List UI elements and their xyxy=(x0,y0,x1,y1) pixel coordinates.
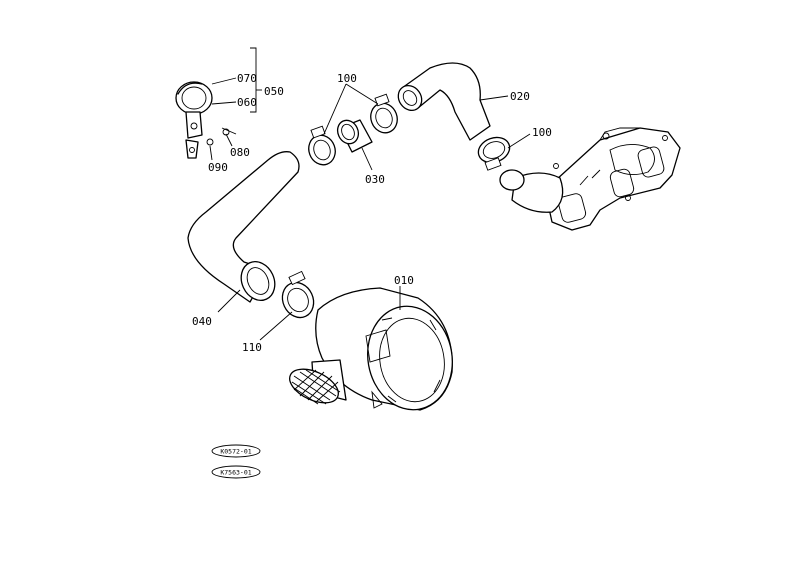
leader-lines xyxy=(209,47,531,341)
reference-stamp-1: K0572-01 xyxy=(211,444,261,458)
reference-stamp-2: K7563-01 xyxy=(211,465,261,479)
intake-manifold xyxy=(499,127,681,231)
clamp-100-manifold xyxy=(477,136,511,171)
callout-080: 080 xyxy=(230,146,250,159)
svg-text:K7563-01: K7563-01 xyxy=(220,469,251,477)
callout-020: 020 xyxy=(510,90,530,103)
pipe-030 xyxy=(336,119,373,153)
callout-100-upper: 100 xyxy=(337,72,357,85)
clamp-100-upper-right xyxy=(370,93,398,134)
callout-030: 030 xyxy=(365,173,385,186)
washer-090 xyxy=(206,138,214,146)
callout-100-manifold: 100 xyxy=(532,126,552,139)
bolt-080 xyxy=(221,127,237,136)
svg-text:K0572-01: K0572-01 xyxy=(220,448,251,456)
intake-screen xyxy=(291,369,341,405)
air-cleaner-010 xyxy=(289,287,453,411)
callout-labels: 070 060 050 080 090 100 020 100 030 040 … xyxy=(192,72,552,354)
hose-020 xyxy=(397,62,491,141)
callout-070: 070 xyxy=(237,72,257,85)
clamp-100-upper-left xyxy=(308,125,336,166)
callout-060: 060 xyxy=(237,96,257,109)
bracket-assembly xyxy=(175,81,237,159)
callout-010: 010 xyxy=(394,274,414,287)
callout-050: 050 xyxy=(264,85,284,98)
hose-040 xyxy=(187,151,300,303)
callout-090: 090 xyxy=(208,161,228,174)
callout-110: 110 xyxy=(242,341,262,354)
clamp-110 xyxy=(281,270,315,319)
callout-040: 040 xyxy=(192,315,212,328)
